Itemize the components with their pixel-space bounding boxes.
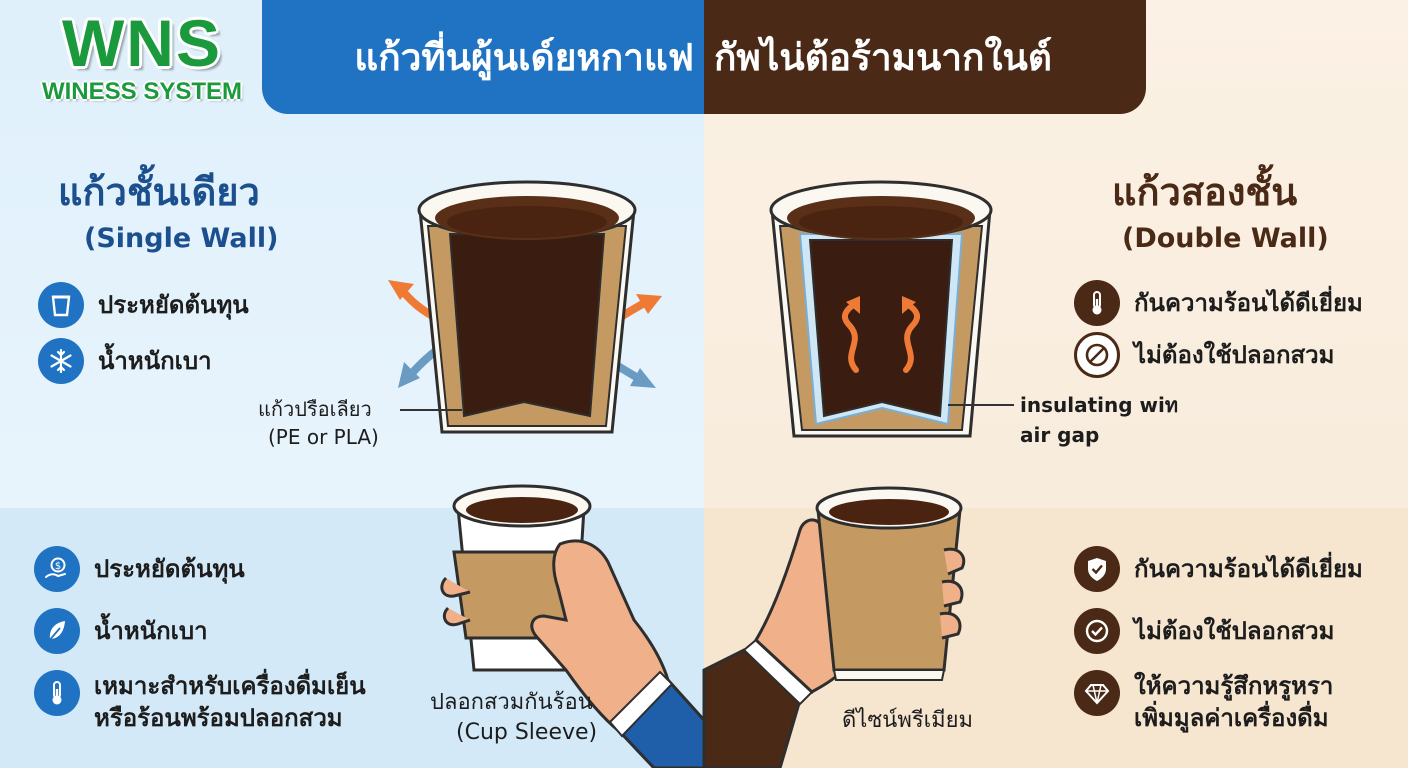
no-sign-icon: [1074, 332, 1120, 378]
single-bottom-feature-cost: $ ประหยัดต้นทุน: [34, 546, 245, 592]
banner-right: กัพไน่ต้อร้ามนากในต์: [704, 0, 1146, 114]
finger: [943, 547, 966, 576]
coating-label-line1: แก้วปรือเลียว: [258, 397, 372, 421]
svg-text:$: $: [55, 561, 61, 572]
cup-base: [832, 669, 946, 681]
shield-check-icon: [1074, 546, 1120, 592]
double-wall-hand-illustration: [702, 486, 966, 768]
feature-text: เพิ่มมูลค่าเครื่องดื่ม: [1134, 704, 1329, 732]
logo-sub-text: WINESS SYSTEM: [41, 78, 243, 105]
feature-text: ประหยัดต้นทุน: [98, 291, 249, 319]
heat-arrow-head: [398, 362, 420, 388]
feature-text: ประหยัดต้นทุน: [94, 555, 245, 583]
double-bottom-feature-insulation: กันความร้อนได้ดีเยี่ยม: [1074, 546, 1363, 592]
double-wall-cup-illustration: [769, 180, 993, 438]
coffee-surface-inner: [799, 206, 963, 238]
banner-left-text: แก้วที่นผู้นเด์ยหกาแฟ: [354, 35, 694, 79]
feature-text: เหมาะสำหรับเครื่องดื่มเย็น: [94, 672, 366, 700]
coating-label-line2: (PE or PLA): [268, 425, 379, 449]
single-top-feature-cost: ประหยัดต้นทุน: [38, 282, 249, 328]
double-bottom-feature-premium: ให้ความรู้สึกหรูหรา เพิ่มมูลค่าเครื่องดื…: [1074, 670, 1333, 734]
feature-text-group: ให้ความรู้สึกหรูหรา เพิ่มมูลค่าเครื่องดื…: [1134, 670, 1333, 734]
heat-arrow-head: [846, 296, 860, 314]
finger: [941, 579, 964, 608]
finger: [442, 606, 471, 627]
single-wall-cup-illustration: [388, 180, 662, 434]
finger: [939, 611, 962, 640]
thermometer-icon: [34, 670, 80, 716]
hand: [530, 539, 670, 735]
feature-text: กันความร้อนได้ดีเยี่ยม: [1134, 555, 1363, 583]
heat-arrow-head: [902, 296, 916, 314]
double-top-feature-no-sleeve: ไม่ต้องใช้ปลอกสวม: [1074, 332, 1334, 378]
coffee-surface-inner: [447, 206, 607, 238]
heat-arrow-inner-left: [842, 303, 859, 373]
thermometer-icon: [1074, 280, 1120, 326]
heat-arrow-head: [388, 280, 414, 300]
coffee-surface: [466, 497, 578, 523]
single-bottom-feature-light: น้ำหนักเบา: [34, 608, 208, 654]
feature-text: ไม่ต้องใช้ปลอกสวม: [1134, 617, 1335, 645]
single-wall-title: แก้วชั้นเดียว: [58, 170, 260, 214]
air-gap-label-line2: air gap: [1020, 423, 1100, 447]
feature-text: น้ำหนักเบา: [94, 617, 208, 645]
check-circle-icon: [1074, 608, 1120, 654]
air-gap-label-line1: insulating wiท: [1020, 393, 1179, 417]
finger: [440, 576, 471, 598]
sleeve-label-line1: ปลอกสวมกันร้อน: [430, 690, 593, 715]
logo-main-text: WNS: [62, 6, 222, 80]
feature-text: ให้ความรู้สึกหรูหรา: [1134, 672, 1334, 700]
diamond-icon: [1074, 670, 1120, 716]
coffee-surface: [829, 499, 949, 525]
cup-body: [816, 508, 962, 672]
feature-text: ไม่ต้องใช้ปลอกสวม: [1134, 341, 1335, 369]
heat-arrow-inner-right: [903, 303, 920, 373]
single-wall-sleeve-illustration: [440, 484, 706, 768]
coffee-cutaway: [808, 239, 954, 418]
double-wall-title: แก้วสองชั้น: [1112, 170, 1298, 214]
heat-arrow-head: [636, 294, 662, 314]
snowflake-icon: [38, 338, 84, 384]
coin-hand-icon: $: [34, 546, 80, 592]
coating-leader-line: [400, 409, 462, 411]
single-bottom-feature-suitable: เหมาะสำหรับเครื่องดื่มเย็น หรือร้อนพร้อม…: [34, 670, 366, 734]
double-bottom-feature-no-sleeve: ไม่ต้องใช้ปลอกสวม: [1074, 608, 1334, 654]
shirt-cuff: [608, 670, 674, 738]
single-wall-subtitle: (Single Wall): [84, 223, 279, 254]
brand-logo: WNS WINESS SYSTEM: [22, 8, 262, 110]
banner-right-text: กัพไน่ต้อร้ามนากในต์: [714, 35, 1052, 79]
coffee-cutaway: [448, 233, 606, 418]
heat-arrow-head: [630, 368, 656, 388]
feather-icon: [34, 608, 80, 654]
hand: [754, 518, 856, 695]
feature-text-group: เหมาะสำหรับเครื่องดื่มเย็น หรือร้อนพร้อม…: [94, 670, 366, 734]
single-top-feature-light: น้ำหนักเบา: [38, 338, 212, 384]
double-top-feature-insulation: กันความร้อนได้ดีเยี่ยม: [1074, 280, 1363, 326]
feature-text: กันความร้อนได้ดีเยี่ยม: [1134, 289, 1363, 317]
sleeve-label-line2: (Cup Sleeve): [456, 720, 598, 745]
feature-text: น้ำหนักเบา: [98, 347, 212, 375]
premium-design-label: ดีไซน์พรีเมียม: [842, 708, 974, 733]
double-wall-subtitle: (Double Wall): [1122, 223, 1329, 254]
air-gap-leader-line: [948, 404, 1014, 406]
cup-icon: [38, 282, 84, 328]
banner-left: แก้วที่นผู้นเด์ยหกาแฟ: [262, 0, 704, 114]
feature-text: หรือร้อนพร้อมปลอกสวม: [94, 704, 343, 732]
